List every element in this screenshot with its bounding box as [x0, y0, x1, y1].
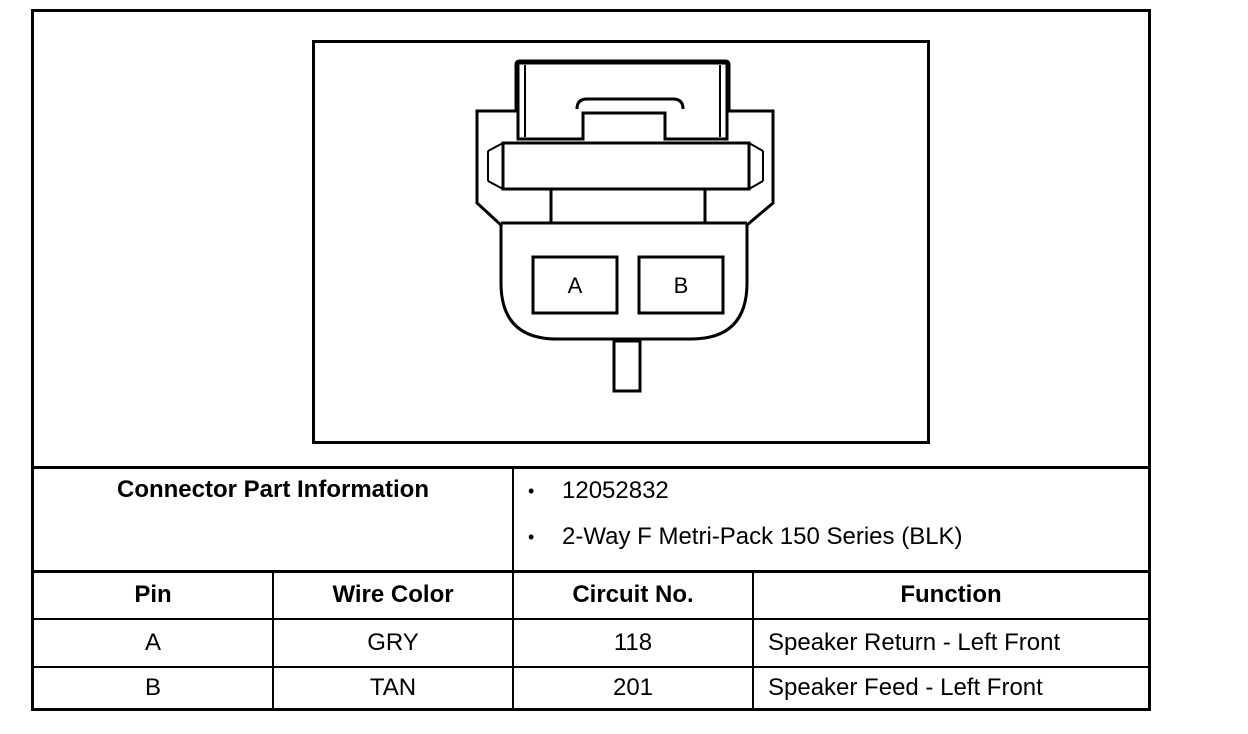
divider-table-top [34, 570, 1148, 573]
part-description: 2-Way F Metri-Pack 150 Series (BLK) [562, 523, 963, 550]
connector-drawing: A B [475, 59, 775, 393]
connector-info-sheet: A B Connector Part Information • 1205283… [31, 9, 1151, 711]
wire-stub [612, 339, 642, 393]
part-number: 12052832 [562, 477, 669, 504]
pin-label-a: A [568, 273, 583, 298]
divider-col-1 [272, 572, 274, 708]
table-row-b-function: Speaker Feed - Left Front [768, 674, 1043, 701]
pin-cavity-a [531, 255, 619, 315]
part-info-item: • 12052832 [528, 475, 1128, 521]
divider-col-3 [752, 572, 754, 708]
divider-info-top [34, 466, 1148, 469]
table-row-a-pin: A [144, 629, 161, 656]
pin-label-b: B [674, 273, 689, 298]
bullet-icon: • [528, 481, 535, 501]
table-row-a-function: Speaker Return - Left Front [768, 629, 1061, 656]
divider-row-a-bottom [34, 666, 1148, 668]
pin-cavity-b [637, 255, 725, 315]
bullet-icon: • [528, 527, 535, 547]
connector-crossbar [501, 141, 751, 191]
part-info-title: Connector Part Information [116, 476, 429, 503]
table-row-a-circuit: 118 [613, 629, 653, 656]
header-function: Function [900, 581, 1002, 608]
header-circuit-no: Circuit No. [572, 581, 694, 608]
part-info-item: • 2-Way F Metri-Pack 150 Series (BLK) [528, 521, 1128, 567]
table-row-b-circuit: 201 [612, 674, 654, 701]
header-pin: Pin [134, 581, 172, 608]
table-row-b-pin: B [144, 674, 161, 701]
header-wire-color: Wire Color [332, 581, 454, 608]
connector-diagram: A B [312, 40, 930, 444]
table-row-a-wire-color: GRY [367, 629, 419, 656]
divider-info-vertical [512, 468, 514, 708]
divider-header-bottom [34, 618, 1148, 620]
table-row-b-wire-color: TAN [369, 674, 417, 701]
connector-shell [475, 59, 775, 341]
part-info-list: • 12052832 • 2-Way F Metri-Pack 150 Seri… [528, 475, 1128, 567]
connector-latch [516, 61, 729, 141]
